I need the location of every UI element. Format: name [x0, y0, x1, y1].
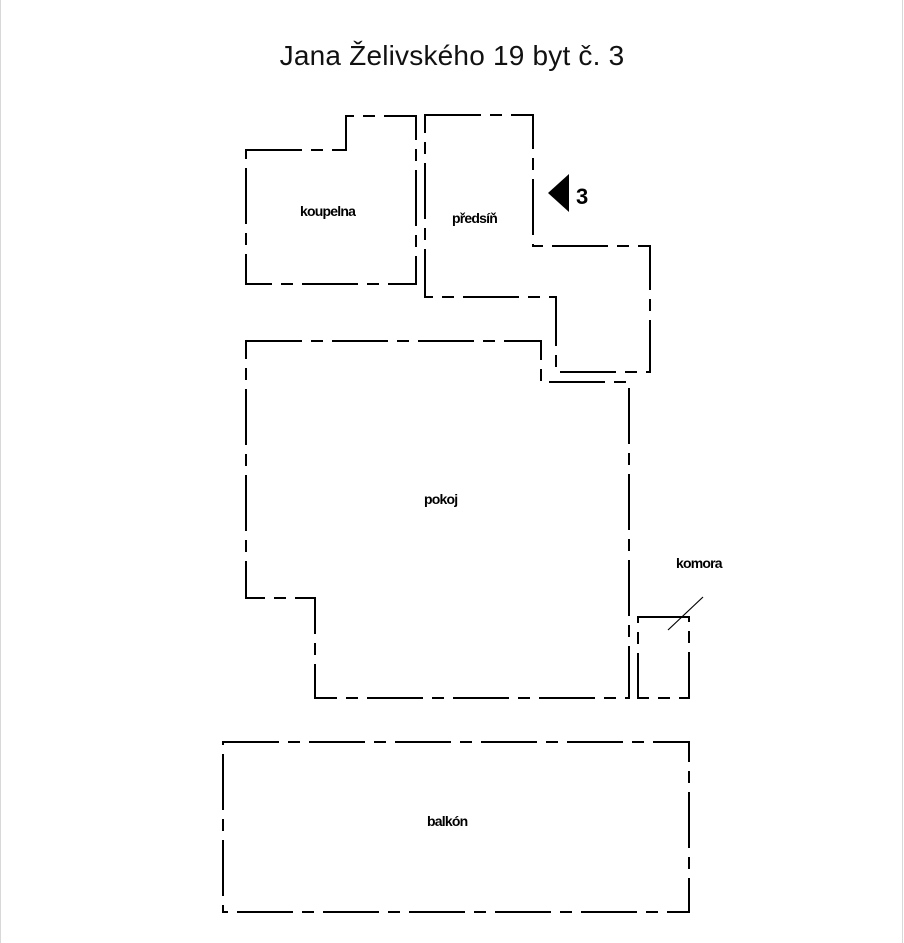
room-koupelna: koupelna	[245, 115, 417, 285]
komora-outline	[637, 616, 690, 699]
room-pokoj: pokoj	[245, 340, 630, 699]
entrance-number: 3	[576, 184, 588, 209]
balkon-outline	[222, 741, 690, 913]
pokoj-outline	[245, 340, 630, 699]
komora-leader-line	[667, 596, 704, 631]
frame-right-edge	[902, 0, 903, 943]
room-komora: komora	[637, 555, 724, 699]
komora-label: komora	[676, 555, 723, 571]
pokoj-label: pokoj	[424, 491, 457, 507]
room-predsin: předsíň	[424, 114, 651, 373]
predsin-outline	[424, 114, 651, 373]
entrance-marker: 3	[548, 174, 588, 212]
predsin-label: předsíň	[452, 210, 497, 226]
frame-left-edge	[0, 0, 1, 943]
plan-title: Jana Želivského 19 byt č. 3	[279, 40, 625, 71]
room-balkon: balkón	[222, 741, 690, 913]
balkon-label: balkón	[427, 813, 468, 829]
koupelna-outline	[245, 115, 417, 285]
entrance-arrow-icon	[548, 174, 569, 212]
koupelna-label: koupelna	[300, 203, 356, 219]
